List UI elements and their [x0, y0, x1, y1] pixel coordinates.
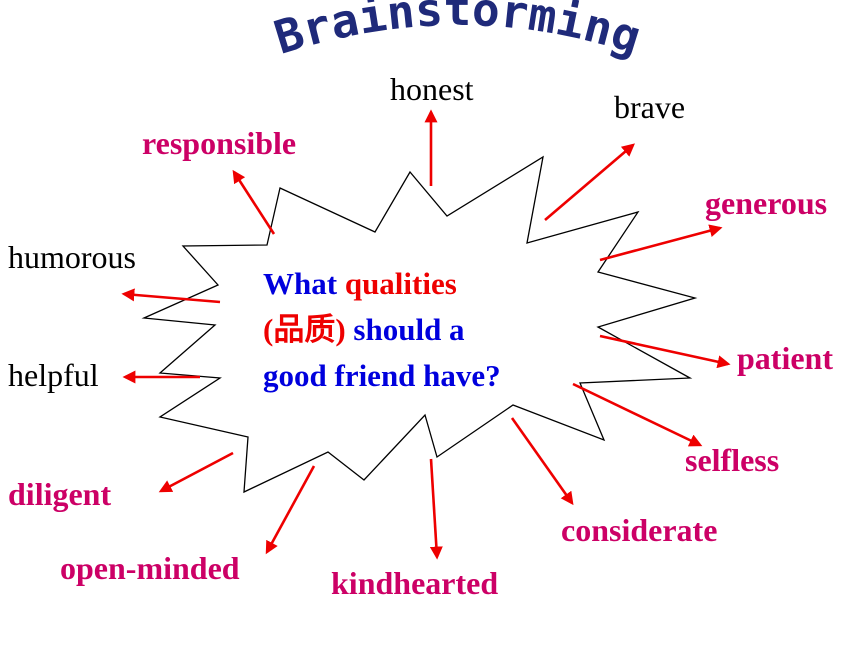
center-question: What qualities (品质) should a good friend…: [263, 266, 501, 393]
question-line-1: What qualities: [263, 266, 457, 301]
word-considerate: considerate: [561, 512, 717, 548]
title: Brainstorming: [268, 0, 647, 65]
word-humorous: humorous: [8, 239, 136, 275]
arrow-generous: [599, 224, 723, 262]
arrow-open-minded: [265, 465, 316, 555]
arrow-responsible: [232, 169, 276, 235]
arrow-selfless: [572, 382, 703, 447]
arrow-considerate: [510, 417, 574, 506]
question-word-chinese: (品质): [263, 312, 346, 347]
word-selfless: selfless: [685, 442, 779, 478]
word-responsible: responsible: [142, 125, 296, 161]
question-line-3: good friend have?: [263, 358, 501, 393]
arrow-humorous: [121, 288, 221, 304]
question-word-what: What: [263, 266, 345, 301]
arrow-patient: [599, 334, 731, 369]
word-helpful: helpful: [8, 357, 99, 393]
question-word-should: should a: [346, 312, 465, 347]
arrows: [121, 109, 731, 560]
word-honest: honest: [390, 71, 474, 107]
word-kindhearted: kindhearted: [331, 565, 498, 601]
word-open-minded: open-minded: [60, 550, 240, 586]
word-patient: patient: [737, 340, 833, 376]
arrow-brave: [544, 143, 635, 221]
word-brave: brave: [614, 89, 685, 125]
word-diligent: diligent: [8, 476, 111, 512]
arrow-kindhearted: [429, 458, 443, 560]
arrow-diligent: [158, 451, 234, 493]
question-word-qualities: qualities: [345, 266, 457, 301]
starburst-shape: [141, 155, 698, 494]
question-line-2: (品质) should a: [263, 312, 465, 347]
title-text: Brainstorming: [268, 0, 647, 65]
question-word-good-friend: good friend have?: [263, 358, 501, 393]
word-generous: generous: [705, 185, 827, 221]
